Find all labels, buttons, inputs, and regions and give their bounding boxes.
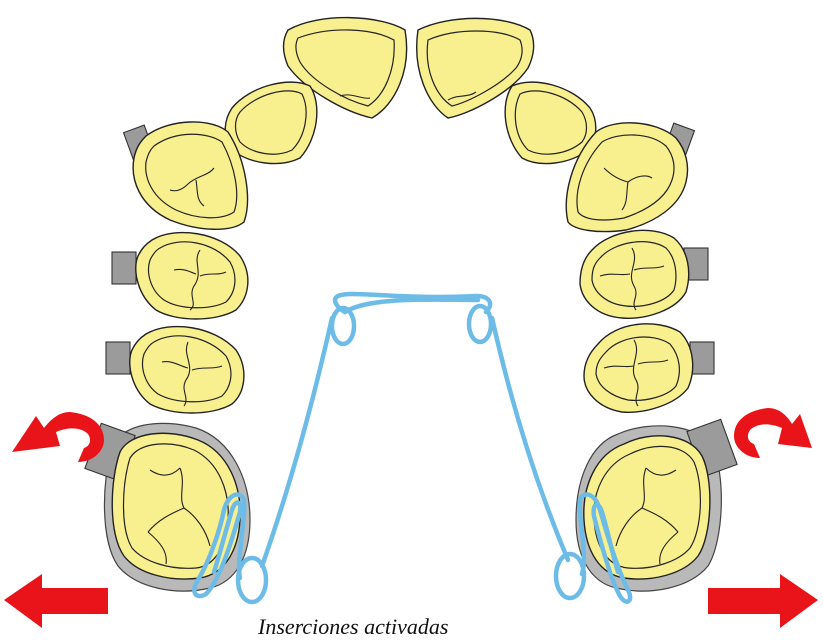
tooth-second-premolar-right — [584, 324, 714, 412]
curved-arrow-down-left-icon — [12, 412, 104, 462]
omega-loop-right — [469, 306, 491, 342]
curved-arrow-down-right-icon — [734, 408, 812, 458]
tooth-first-premolar-left — [112, 233, 248, 319]
tooth-canine-left — [124, 122, 248, 229]
arrow-right-icon — [708, 574, 818, 628]
tooth-first-premolar-right — [580, 230, 708, 318]
tooth-second-premolar-left — [106, 327, 244, 413]
arrow-left-icon — [4, 574, 108, 628]
expansion-appliance-wire — [194, 294, 630, 602]
bracket — [690, 342, 714, 374]
tooth-lateral-incisor-left — [225, 82, 317, 163]
helix-left — [238, 558, 266, 602]
bracket — [106, 342, 130, 374]
figure-caption: Inserciones activadas — [258, 614, 448, 640]
bracket — [112, 252, 136, 284]
